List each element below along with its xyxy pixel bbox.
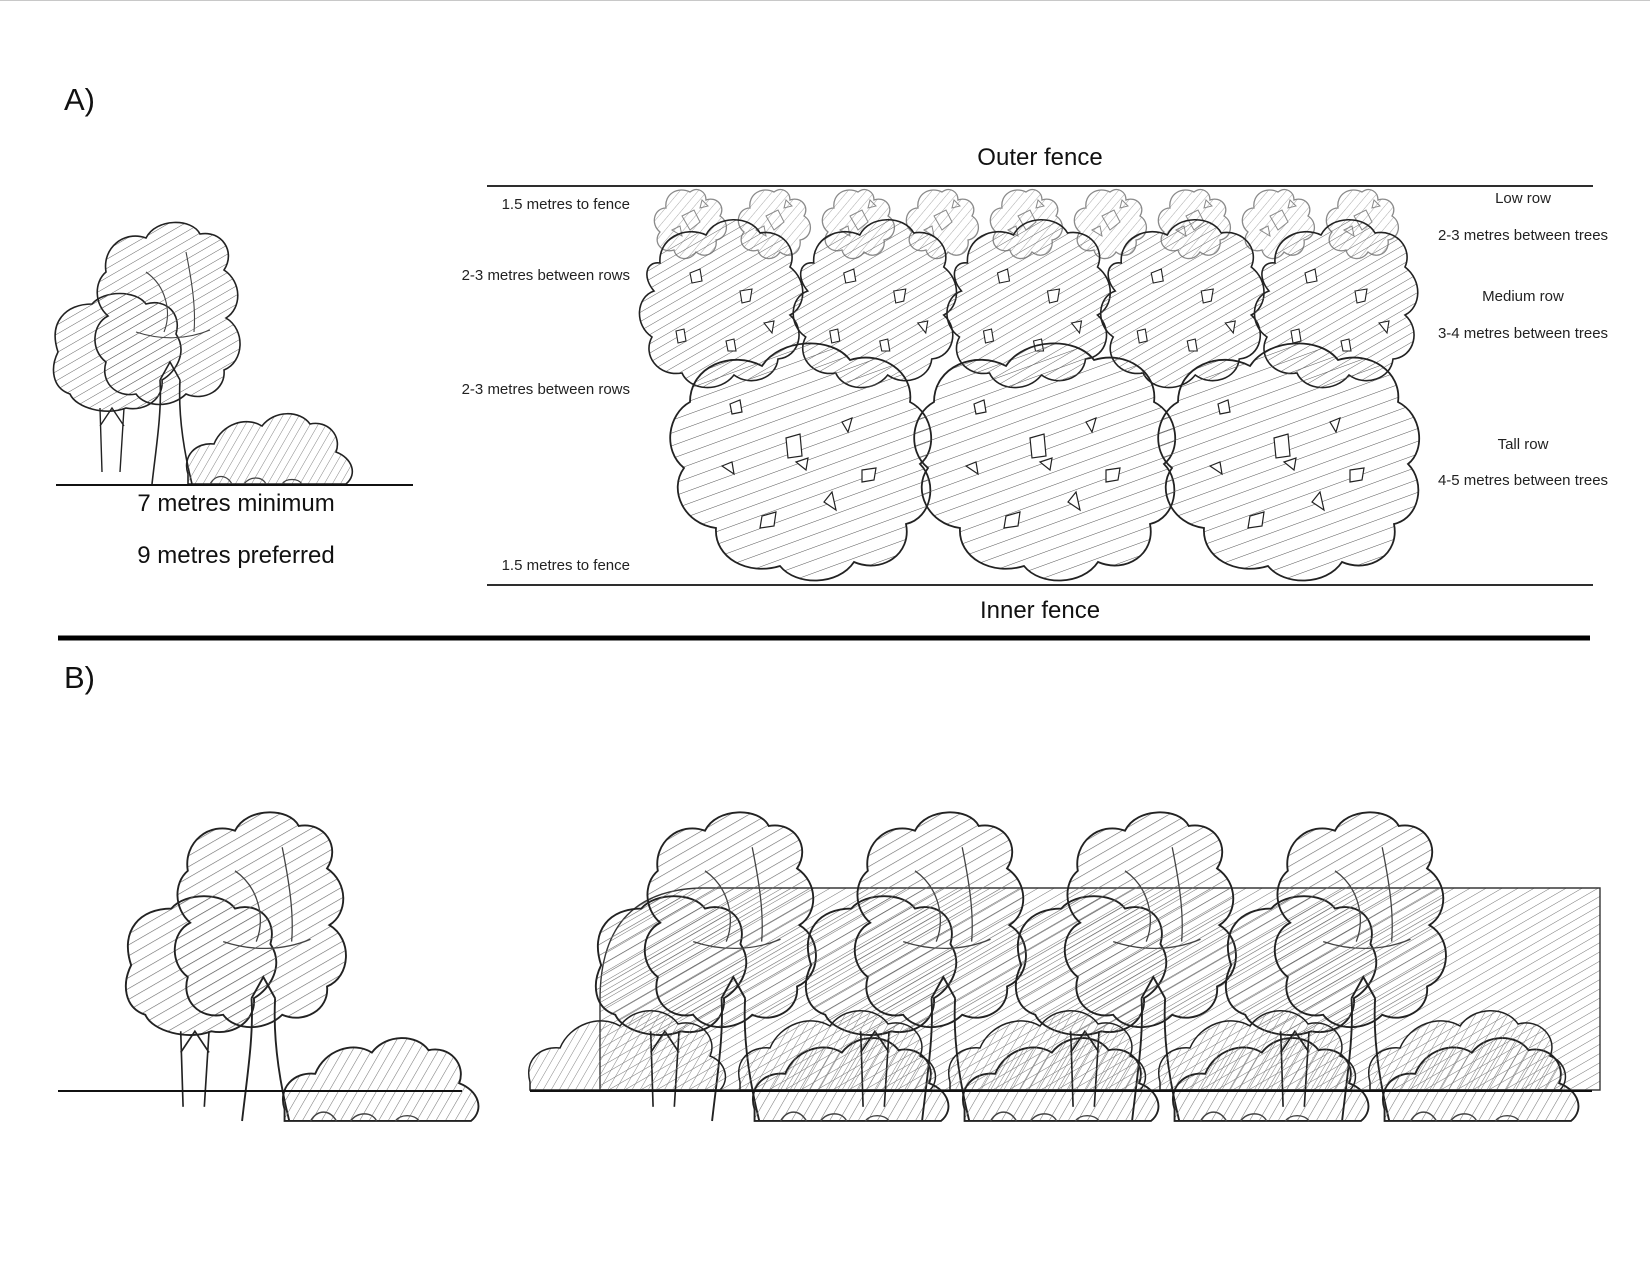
panel-b-front-shrub [1368,1010,1567,1091]
panel-b-single-group [124,811,480,1122]
panel-b-front-shrub [948,1010,1147,1091]
medium-row-label: Medium row [1482,288,1564,305]
tall-row-tree [669,342,933,582]
tall-row-trees [669,342,1421,582]
panel-a-elevation [52,221,413,486]
top-fence-distance: 1.5 metres to fence [501,196,630,213]
panel-b-repeated-hedgerow [528,811,1601,1122]
panel-b-front-shrub [1158,1010,1357,1091]
outer-fence-label: Outer fence [977,144,1103,171]
panel-b-front-shrub [528,1010,727,1091]
top-border [0,0,1650,1]
rows-distance-1: 2-3 metres between rows [461,267,630,284]
elevation-tree-group [52,221,354,485]
medium-row-spacing: 3-4 metres between trees [1437,325,1609,342]
panel-b-label: B) [64,660,95,695]
inner-fence-label: Inner fence [979,597,1101,624]
bottom-fence-distance: 1.5 metres to fence [501,557,630,574]
low-row-spacing: 2-3 metres between trees [1437,227,1609,244]
tall-row-tree [913,342,1177,582]
tall-row-label: Tall row [1497,436,1549,453]
width-preferred-label: 9 metres preferred [137,542,335,569]
panel-a-label: A) [64,82,95,117]
rows-distance-2: 2-3 metres between rows [461,381,630,398]
panel-b-front-shrub [738,1010,937,1091]
width-minimum-label: 7 metres minimum [137,490,335,517]
tall-row-spacing: 4-5 metres between trees [1437,472,1609,489]
low-row-label: Low row [1495,190,1551,207]
tall-row-tree [1157,342,1421,582]
